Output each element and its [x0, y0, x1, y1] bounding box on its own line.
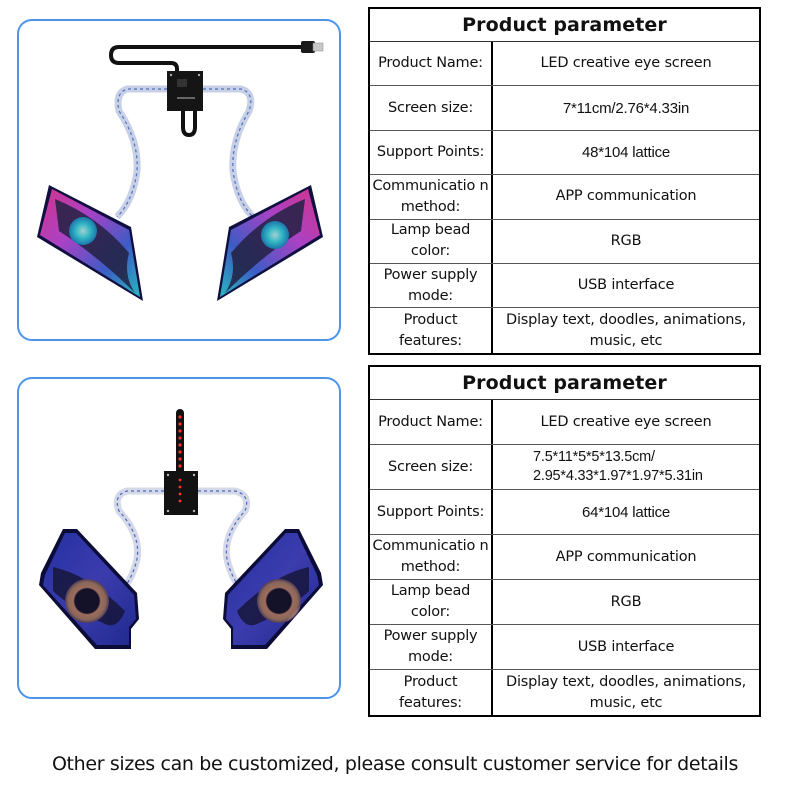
- product-parameter-table-2: Product parameter Product Name: LED crea…: [368, 365, 761, 717]
- led-eye-screen-blue-image: [39, 409, 323, 649]
- left-eye-panel: [39, 529, 139, 649]
- row-value-line-1: 7.5*11*5*5*13.5cm/: [533, 449, 655, 465]
- product-image-1-frame: [17, 19, 341, 341]
- row-label: Power supply mode:: [370, 625, 493, 669]
- row-label: Communicatio n method:: [370, 175, 493, 219]
- row-label: Communicatio n method:: [370, 535, 493, 579]
- table-row-product-features: Product features: Display text, doodles,…: [370, 670, 759, 715]
- row-value: Display text, doodles, animations, music…: [505, 673, 747, 711]
- row-label: Support Points:: [370, 130, 493, 175]
- row-value: LED creative eye screen: [540, 413, 712, 430]
- row-label: Power supply mode:: [370, 263, 493, 308]
- row-value: 48*104 lattice: [581, 143, 671, 161]
- row-value: 7.5*11*5*5*13.5cm/ 2.95*4.33*1.97*1.97*5…: [493, 445, 759, 489]
- table-row-product-features: Product features: Display text, doodles,…: [370, 308, 759, 353]
- row-value: 7*11cm/2.76*4.33in: [562, 99, 690, 117]
- row-value: Display text, doodles, animations, music…: [505, 311, 747, 349]
- table-row-communication-method: Communicatio n method: APP communication: [370, 535, 759, 580]
- customization-note: Other sizes can be customized, please co…: [51, 753, 739, 775]
- table-row-screen-size: Screen size: 7.5*11*5*5*13.5cm/ 2.95*4.3…: [370, 445, 759, 490]
- table-row-product-name: Product Name: LED creative eye screen: [370, 400, 759, 445]
- row-value: RGB: [610, 232, 642, 249]
- table-row-support-points: Support Points: 48*104 lattice: [370, 130, 759, 176]
- product-parameter-table-1: Product parameter Product Name: LED crea…: [368, 7, 761, 355]
- row-label: Support Points:: [370, 490, 493, 534]
- row-value: 64*104 lattice: [581, 503, 671, 521]
- table-row-lamp-bead-color: Lamp bead color: RGB: [370, 219, 759, 264]
- row-label: Product Name:: [370, 42, 493, 86]
- table-row-power-supply-mode: Power supply mode: USB interface: [370, 263, 759, 309]
- right-eye-panel: [217, 185, 323, 301]
- table-row-power-supply-mode: Power supply mode: USB interface: [370, 625, 759, 670]
- row-value: RGB: [610, 593, 642, 610]
- table-row-communication-method: Communicatio n method: APP communication: [370, 175, 759, 220]
- row-value: LED creative eye screen: [540, 55, 712, 72]
- led-eye-screen-pink-image: [37, 41, 324, 301]
- row-label: Screen size:: [370, 86, 493, 130]
- row-value: APP communication: [555, 548, 697, 565]
- row-label: Product features:: [370, 308, 493, 353]
- table-row-lamp-bead-color: Lamp bead color: RGB: [370, 580, 759, 625]
- row-value: USB interface: [577, 638, 675, 655]
- row-label: Product Name:: [370, 400, 493, 444]
- right-eye-panel: [223, 529, 323, 649]
- left-eye-panel: [37, 185, 143, 301]
- row-label: Lamp bead color:: [370, 219, 493, 263]
- table-row-product-name: Product Name: LED creative eye screen: [370, 42, 759, 87]
- row-value-line-2: 2.95*4.33*1.97*1.97*5.31in: [533, 468, 703, 484]
- table-row-screen-size: Screen size: 7*11cm/2.76*4.33in: [370, 86, 759, 131]
- table-title: Product parameter: [370, 9, 759, 42]
- product-image-2-frame: [17, 377, 341, 699]
- table-row-support-points: Support Points: 64*104 lattice: [370, 490, 759, 535]
- row-value: USB interface: [577, 277, 675, 294]
- row-value: APP communication: [555, 188, 697, 205]
- row-label: Product features:: [370, 670, 493, 715]
- row-label: Screen size:: [370, 445, 493, 489]
- row-label: Lamp bead color:: [370, 580, 493, 624]
- table-title: Product parameter: [370, 367, 759, 400]
